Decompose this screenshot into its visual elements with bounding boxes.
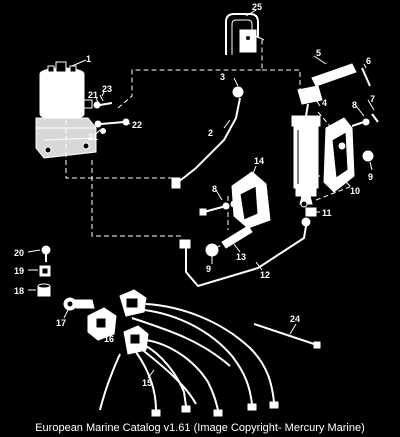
- callout-16: 16: [104, 334, 114, 344]
- callout-18: 18: [14, 286, 24, 296]
- small-hardware-18-20: [37, 245, 51, 297]
- mounting-bracket-10: [323, 117, 374, 193]
- pump-motor-assembly: [35, 61, 97, 159]
- catalog-caption: European Marine Catalog v1.61 (Image Cop…: [35, 422, 365, 434]
- callout-11: 11: [322, 208, 332, 218]
- bracket-25: [225, 13, 265, 55]
- callout-labels: 1 2 3 4 5 6 7 8 8 9 9 10 11 12 13 14 15 …: [14, 2, 375, 388]
- wiring-harness-15: [99, 289, 279, 417]
- callout-3: 3: [220, 72, 225, 82]
- callout-1: 1: [86, 54, 91, 64]
- mounting-bracket-14: [230, 171, 271, 229]
- bolt-7-8-right: [351, 113, 379, 127]
- callout-20: 20: [14, 248, 24, 258]
- pivot-pin-5-6: [311, 63, 371, 87]
- power-trim-exploded-diagram: 1 2 3 4 5 6 7 8 8 9 9 10 11 12 13 14 15 …: [14, 2, 379, 417]
- cable-tie-24: [253, 323, 321, 349]
- callout-9-right: 9: [368, 172, 373, 182]
- hydraulic-lines: [171, 86, 311, 288]
- pin-13-bushing-9: [205, 225, 253, 257]
- trim-cylinder-4: [291, 85, 323, 208]
- terminal-clip-17: [63, 297, 95, 311]
- callout-2: 2: [208, 128, 213, 138]
- nut-11: [305, 207, 317, 217]
- bolt-8-center: [199, 202, 230, 216]
- callout-21-lower: 21: [88, 132, 98, 142]
- callout-5: 5: [316, 48, 321, 58]
- callout-12: 12: [260, 270, 270, 280]
- callout-13: 13: [236, 252, 246, 262]
- callout-8-center: 8: [212, 184, 217, 194]
- callout-9-left: 9: [206, 264, 211, 274]
- callout-23: 23: [102, 84, 112, 94]
- callout-10: 10: [350, 186, 360, 196]
- connector-16: [87, 307, 117, 341]
- callout-14: 14: [254, 156, 264, 166]
- callout-22: 22: [132, 120, 142, 130]
- callout-17: 17: [56, 318, 66, 328]
- leader-lines: [27, 9, 375, 379]
- callout-6: 6: [366, 56, 371, 66]
- callout-24: 24: [290, 314, 300, 324]
- callout-19: 19: [14, 266, 24, 276]
- callout-4: 4: [322, 98, 327, 108]
- callout-25: 25: [252, 2, 262, 12]
- assembly-reference-lines: [65, 40, 353, 249]
- callout-15: 15: [142, 378, 152, 388]
- screws-and-fittings-21-23: [93, 94, 130, 134]
- callout-7: 7: [370, 94, 375, 104]
- callout-8-right: 8: [352, 100, 357, 110]
- callout-21-upper: 21: [88, 90, 98, 100]
